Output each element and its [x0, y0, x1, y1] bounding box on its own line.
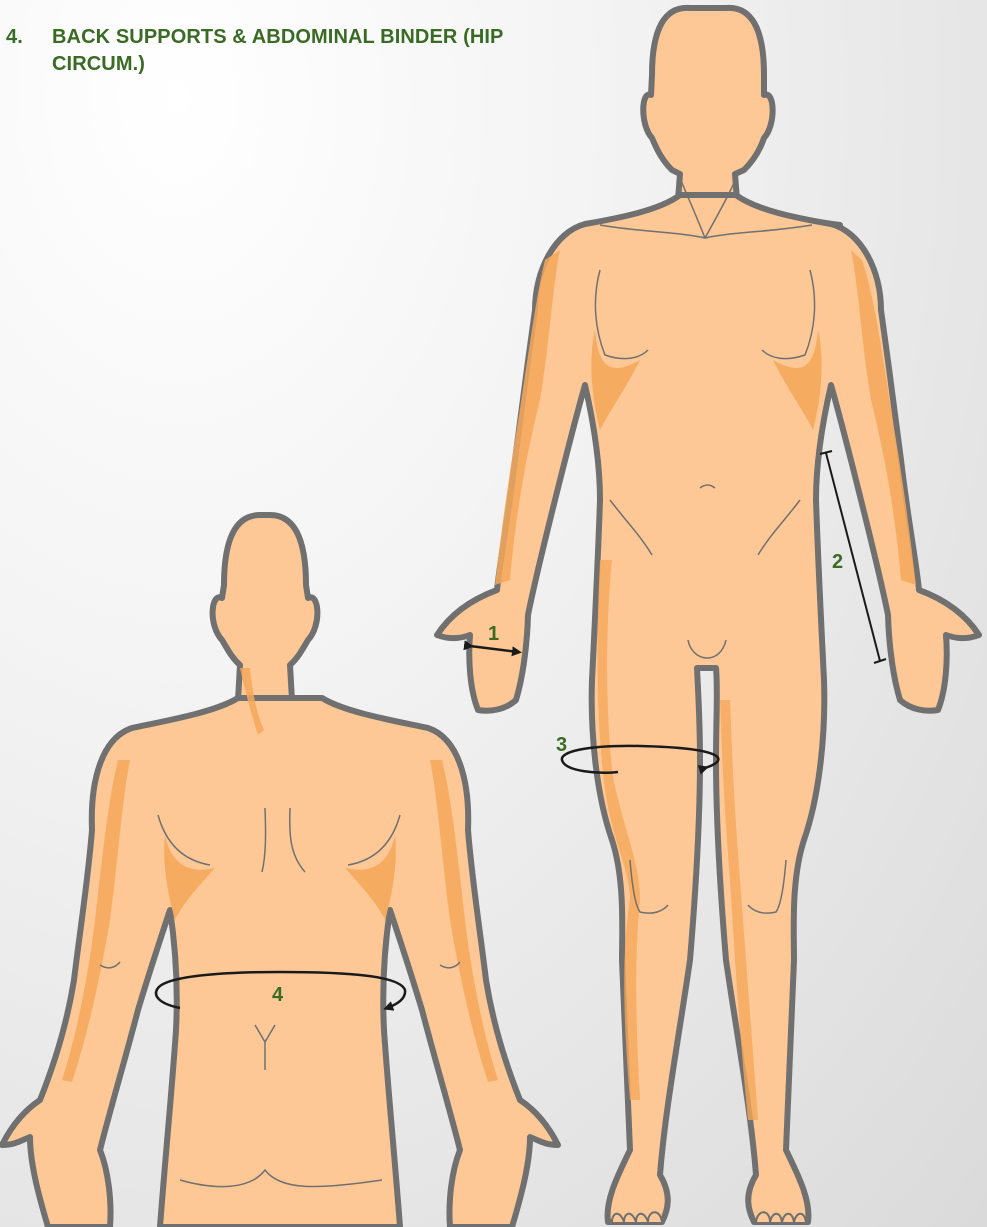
- measurement-label-2: 2: [832, 551, 843, 573]
- measurement-label-4: 4: [272, 984, 284, 1006]
- measurement-label-3: 3: [556, 734, 567, 756]
- measurement-label-1: 1: [488, 623, 499, 645]
- front-toes: [612, 1212, 806, 1222]
- front-standing-figure: [437, 8, 979, 1222]
- heading-line-1: BACK SUPPORTS & ABDOMINAL BINDER (HIP: [52, 26, 504, 48]
- section-heading: 4.BACK SUPPORTS & ABDOMINAL BINDER (HIP …: [6, 24, 606, 78]
- heading-line-2: CIRCUM.): [6, 51, 606, 78]
- front-body: [437, 195, 979, 1222]
- heading-number: 4.: [6, 24, 52, 51]
- back-body: [2, 698, 558, 1227]
